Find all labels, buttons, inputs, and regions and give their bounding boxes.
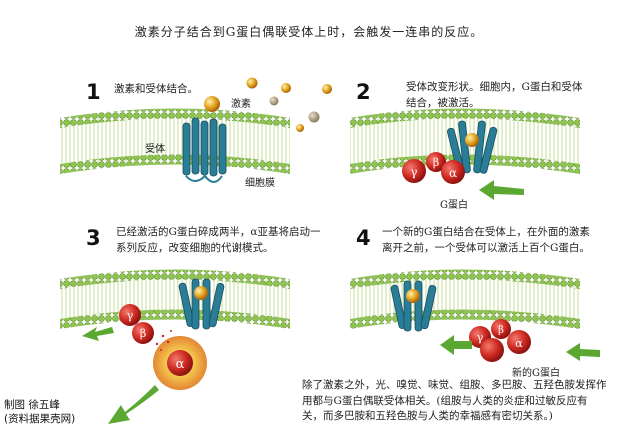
step-number-1: 1	[86, 80, 101, 104]
diagram-title: 激素分子结合到G蛋白偶联受体上时，会触发一连串的反应。	[0, 23, 618, 40]
membrane-panel-1	[60, 109, 290, 175]
svg-text:β: β	[498, 325, 504, 336]
arrow-to-receptor	[440, 335, 472, 355]
label-receptor: 受体	[145, 140, 165, 155]
svg-text:γ: γ	[410, 165, 417, 179]
svg-text:α: α	[176, 357, 185, 372]
molecule	[309, 112, 320, 123]
new-g-protein: γ β α	[469, 319, 531, 362]
step-caption-4: 一个新的G蛋白结合在受体上，在外面的激素离开之前，一个受体可以激活上百个G蛋白。	[382, 225, 598, 256]
svg-text:β: β	[140, 327, 146, 340]
step-caption-1: 激素和受体结合。	[114, 82, 198, 98]
alpha-subunit-active: α	[153, 336, 207, 390]
svg-text:γ: γ	[477, 331, 484, 344]
step-number-3: 3	[86, 226, 101, 250]
step-number-2: 2	[356, 80, 371, 104]
credit-author: 制图 徐五峰	[4, 398, 60, 412]
label-membrane: 细胞膜	[245, 174, 275, 189]
arrow-left	[82, 327, 114, 341]
arrow-incoming	[479, 180, 524, 200]
label-g-protein: G蛋白	[440, 196, 468, 211]
footnote: 除了激素之外，光、嗅觉、味觉、组胺、多巴胺、五羟色胺发挥作用都与G蛋白偶联受体相…	[302, 378, 608, 425]
svg-text:β: β	[433, 156, 439, 169]
svg-text:γ: γ	[127, 309, 134, 322]
membrane-panel-3	[60, 270, 290, 330]
arrow-incoming-new	[566, 343, 600, 361]
step-caption-2: 受体改变形状。细胞内，G蛋白和受体结合，被激活。	[406, 80, 584, 111]
hormone-molecule	[247, 78, 258, 89]
svg-text:α: α	[515, 337, 523, 350]
label-new-g-protein: 新的G蛋白	[512, 364, 560, 379]
hormone-bound	[194, 286, 208, 300]
hormone-molecule	[281, 83, 291, 93]
membrane-panel-4	[350, 270, 580, 330]
hormone-molecule	[322, 84, 332, 94]
hormone-molecule	[204, 96, 220, 112]
arrow-down	[108, 385, 159, 424]
step-number-4: 4	[356, 226, 371, 250]
credit-source: (资料据果壳网)	[4, 412, 75, 426]
hormone-molecule	[296, 124, 304, 132]
molecule	[270, 97, 279, 106]
step-caption-3: 已经激活的G蛋白碎成两半，α亚基将启动一系列反应，改变细胞的代谢模式。	[116, 225, 328, 256]
hormone-bound	[465, 133, 479, 147]
receptor-panel-1	[183, 118, 226, 182]
svg-text:α: α	[449, 166, 457, 180]
hormone-bound	[406, 289, 420, 303]
label-hormone: 激素	[231, 95, 251, 110]
